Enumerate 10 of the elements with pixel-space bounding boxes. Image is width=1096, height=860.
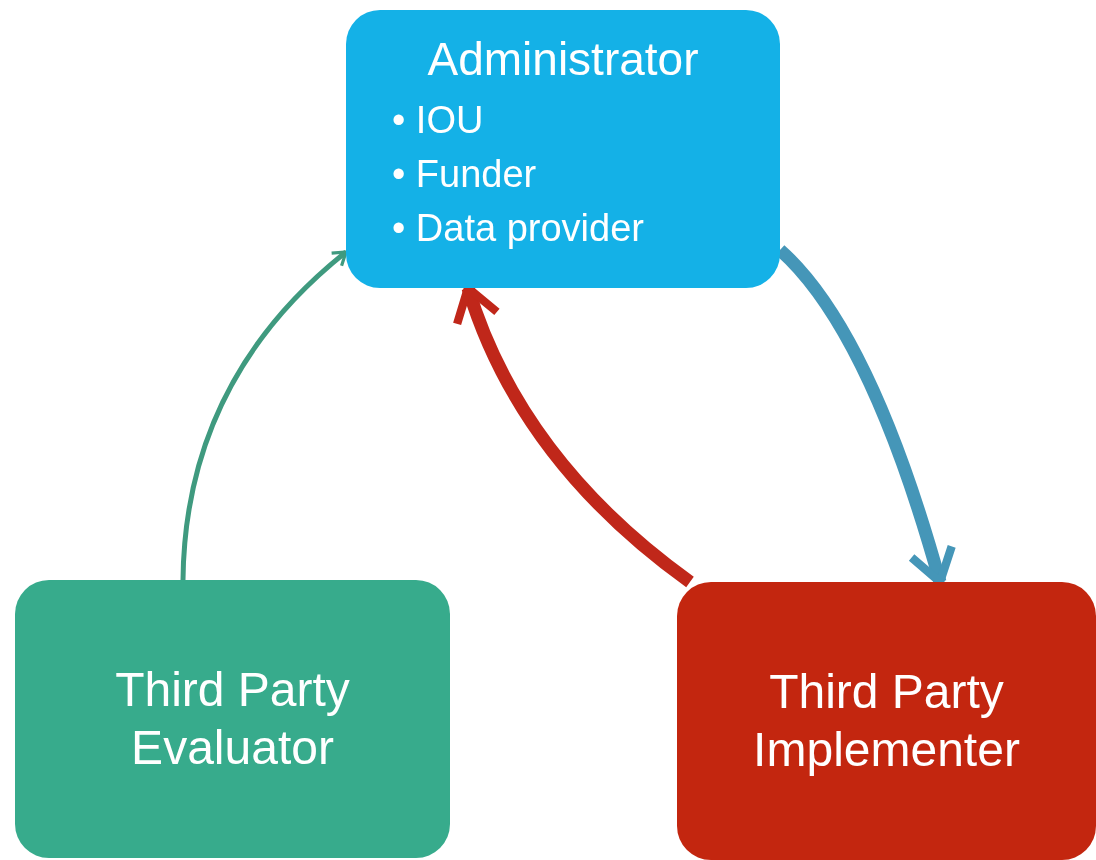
box-title: Third Party Implementer [752,664,1021,778]
curved-arrow [180,250,348,581]
process-box [346,10,780,288]
process-box [677,582,1096,860]
box-title: Third Party Evaluator [114,662,351,776]
process-box [15,580,450,858]
bullet-item: • Funder [392,152,538,198]
bullet-item: • IOU [392,98,485,144]
bullet-item: • Data provider [392,206,644,252]
box-title: Administrator [427,32,699,87]
